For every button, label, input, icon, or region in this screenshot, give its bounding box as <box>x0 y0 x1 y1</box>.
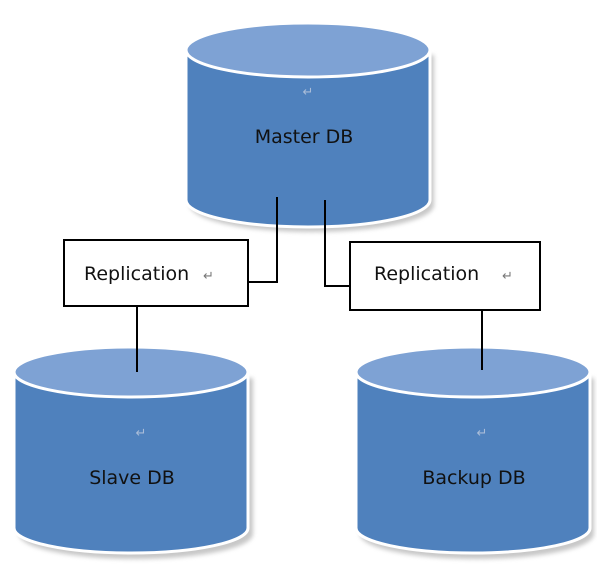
replication-left-label: Replication <box>84 263 189 285</box>
replication-box-right: Replication ↵ <box>349 241 541 311</box>
slave-db-cylinder: ↵ Slave DB <box>12 345 253 559</box>
right-connector <box>324 200 350 287</box>
backup-return-mark: ↵ <box>477 426 488 441</box>
slave-return-mark: ↵ <box>136 426 147 441</box>
left-connector <box>248 197 278 283</box>
master-db-label: Master DB <box>255 126 354 148</box>
backup-db-cylinder: ↵ Backup DB <box>354 345 594 559</box>
master-db-cylinder: ↵ Master DB <box>184 21 434 232</box>
replication-right-mark: ↵ <box>502 269 513 284</box>
slave-db-label: Slave DB <box>89 467 175 489</box>
backup-db-label: Backup DB <box>422 467 525 489</box>
replication-box-left: Replication ↵ <box>63 239 249 307</box>
replication-right-label: Replication <box>374 263 479 285</box>
replication-left-mark: ↵ <box>203 269 214 284</box>
connector-lines <box>136 197 483 372</box>
master-return-mark: ↵ <box>303 85 314 100</box>
